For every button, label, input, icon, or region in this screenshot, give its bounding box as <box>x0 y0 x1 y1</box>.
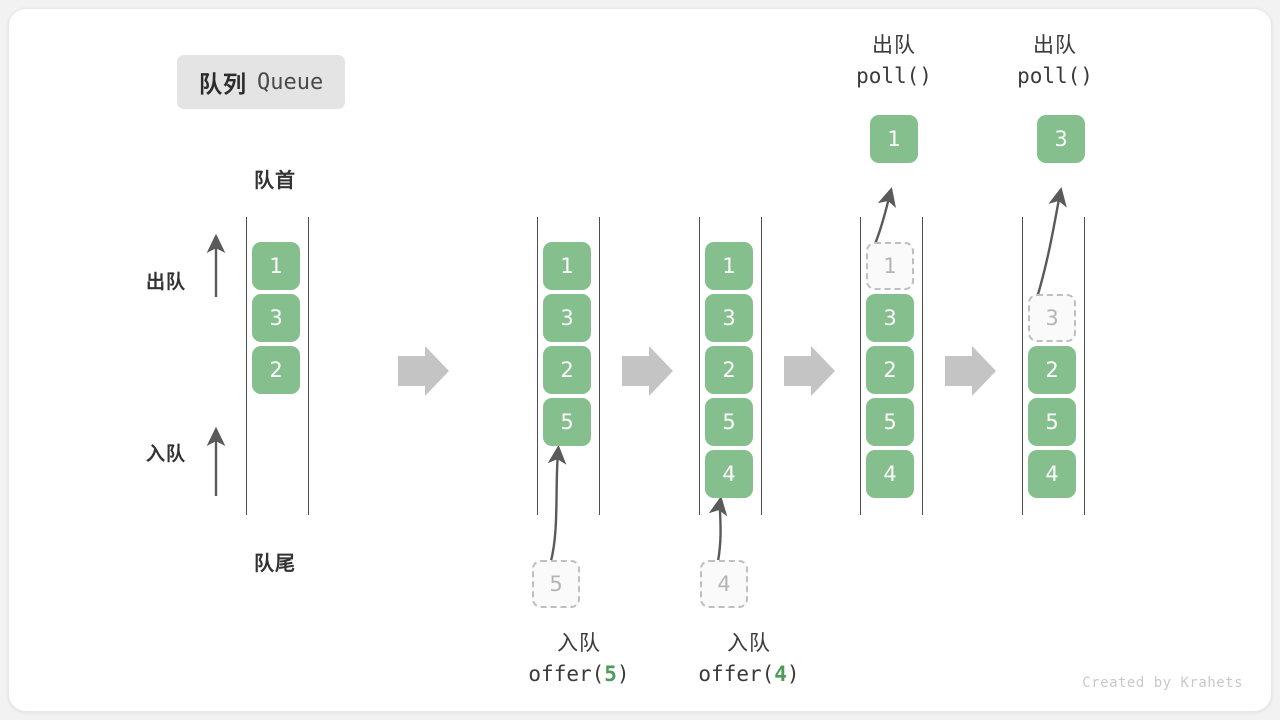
code-number: 5 <box>604 662 617 687</box>
code-after: ) <box>616 662 630 687</box>
caption-chinese: 入队 <box>557 632 601 655</box>
queue-cell: 5 <box>866 398 914 446</box>
queue-cell: 1 <box>543 242 591 290</box>
caption-offer-4: 入队 offer(4) <box>649 629 849 690</box>
queue-cell: 5 <box>1028 398 1076 446</box>
queue-cell-new: 5 <box>543 398 591 446</box>
queue-cell: 3 <box>705 294 753 342</box>
incoming-ghost-box: 4 <box>700 560 748 608</box>
queue-cell: 4 <box>866 450 914 498</box>
caption-poll-3: 出队 poll() <box>965 31 1145 92</box>
dequeue-side-label: 出队 <box>146 272 187 293</box>
code-before: offer( <box>528 662 605 687</box>
caption-chinese: 出队 <box>872 34 916 57</box>
popped-element-box: 3 <box>1037 115 1085 163</box>
rail-left <box>699 217 700 515</box>
offer-4-arrow <box>708 495 728 562</box>
rail-right <box>761 217 762 515</box>
queue-cell: 3 <box>252 294 300 342</box>
caption-chinese: 入队 <box>727 632 771 655</box>
rail-left <box>860 217 861 515</box>
popped-element-box: 1 <box>870 115 918 163</box>
step-arrow-2 <box>622 346 673 396</box>
rail-right <box>1084 217 1085 515</box>
enqueue-side-label: 入队 <box>146 444 187 465</box>
queue-cell-new: 4 <box>705 450 753 498</box>
rail-left <box>1022 217 1023 515</box>
code-number: 4 <box>774 662 787 687</box>
step-arrow-3 <box>784 346 835 396</box>
rear-label: 队尾 <box>254 553 296 575</box>
queue-cell: 1 <box>252 242 300 290</box>
caption-code: offer(5) <box>479 659 679 689</box>
queue-cell: 3 <box>543 294 591 342</box>
poll-3-arrow <box>1034 186 1067 302</box>
queue-cell: 2 <box>705 346 753 394</box>
queue-cell-ghost: 3 <box>1028 294 1076 342</box>
step-arrow-4 <box>945 346 996 396</box>
queue-cell: 2 <box>252 346 300 394</box>
caption-code: offer(4) <box>649 659 849 689</box>
vector-overlay <box>206 186 1067 562</box>
caption-chinese: 出队 <box>1033 34 1077 57</box>
poll-1-arrow <box>873 187 896 245</box>
queue-cell: 2 <box>543 346 591 394</box>
front-label: 队首 <box>254 170 296 192</box>
rail-left <box>537 217 538 515</box>
title-english: Queue <box>257 69 324 95</box>
rail-left <box>246 217 247 515</box>
queue-cell: 2 <box>866 346 914 394</box>
rail-right <box>599 217 600 515</box>
queue-cell: 3 <box>866 294 914 342</box>
code-after: ) <box>786 662 800 687</box>
queue-cell: 1 <box>705 242 753 290</box>
diagram-card: 队列 Queue 队首 队尾 出队 入队 <box>8 8 1272 712</box>
code-before: offer( <box>698 662 775 687</box>
queue-cell: 4 <box>1028 450 1076 498</box>
title-badge: 队列 Queue <box>177 55 346 109</box>
watermark: Created by Krahets <box>1082 675 1243 691</box>
rail-right <box>922 217 923 515</box>
caption-poll-1: 出队 poll() <box>804 31 984 92</box>
rail-right <box>308 217 309 515</box>
queue-cell-ghost: 1 <box>866 242 914 290</box>
queue-cell: 2 <box>1028 346 1076 394</box>
caption-code: poll() <box>856 64 932 89</box>
step-arrow-1 <box>398 346 449 396</box>
title-chinese: 队列 <box>199 71 247 97</box>
offer-5-arrow <box>547 444 567 562</box>
caption-code: poll() <box>1017 64 1093 89</box>
caption-offer-5: 入队 offer(5) <box>479 629 679 690</box>
incoming-ghost-box: 5 <box>532 560 580 608</box>
queue-cell: 5 <box>705 398 753 446</box>
